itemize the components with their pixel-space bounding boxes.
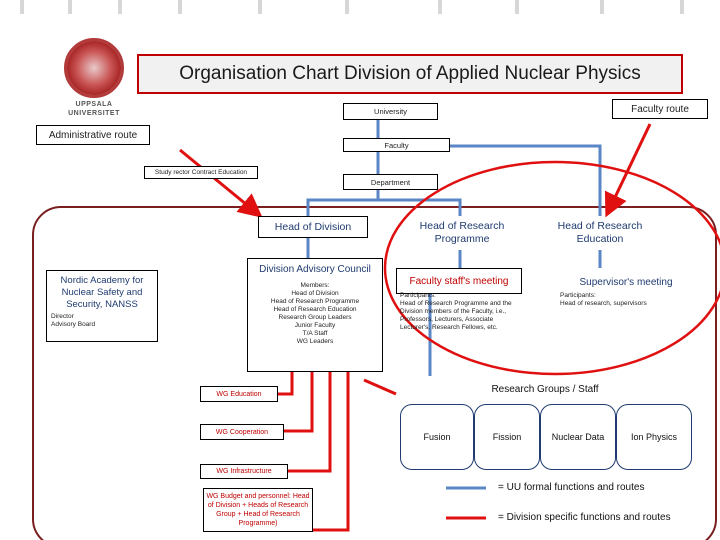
faculty-staff-meeting-box: Faculty staff's meeting (396, 268, 522, 294)
council-member-line: Head of Research Programme (270, 298, 360, 305)
strip-tick (680, 0, 684, 14)
council-member-line: Head of Division (291, 290, 339, 297)
nordic-academy-box: Nordic Academy for Nuclear Safety and Se… (46, 270, 158, 342)
logo-wordmark: UPPSALA UNIVERSITET (54, 100, 134, 118)
supervisor-participant-line: Participants: (560, 292, 596, 299)
faculty-meeting-participants: Participants:Head of Research Programme … (400, 292, 548, 332)
faculty-participant-line: Participants: (400, 292, 436, 299)
nordic-advisory-board: Advisory Board (51, 321, 96, 328)
logo-line-2: UNIVERSITET (68, 110, 120, 117)
strip-tick (178, 0, 182, 14)
research-group-nuclear-data: Nuclear Data (540, 404, 616, 470)
chart-title: Organisation Chart Division of Applied N… (137, 54, 683, 94)
council-title: Division Advisory Council (259, 264, 371, 275)
formal-route-lines (306, 120, 602, 490)
strip-tick (345, 0, 349, 14)
division-route-lines (179, 123, 652, 532)
strip-tick (515, 0, 519, 14)
faculty-meeting-title: Faculty staff's meeting (409, 275, 509, 287)
legend-blue-text: = UU formal functions and routes (498, 482, 645, 493)
nordic-director: Director (51, 313, 74, 320)
strip-tick (20, 0, 24, 14)
faculty-route-ellipse (383, 160, 720, 376)
department-box: Department (343, 174, 438, 190)
head-of-division-box: Head of Division (258, 216, 368, 238)
faculty-participant-line: Head of Research Programme and the (400, 300, 512, 307)
council-member-line: Members: (300, 282, 330, 289)
supervisor-meeting-title: Supervisor's meeting (579, 277, 673, 288)
head-research-programme: Head of Research Programme (419, 220, 505, 245)
research-group-fission: Fission (474, 404, 540, 470)
council-member-line: T/A Staff (302, 330, 328, 337)
strip-tick (600, 0, 604, 14)
strip-tick (258, 0, 262, 14)
supervisor-meeting-participants: Participants:Head of research, superviso… (560, 292, 710, 308)
uppsala-seal-logo (64, 38, 124, 98)
wg-infrastructure-box: WG Infrastructure (200, 464, 288, 479)
administrative-route-label: Administrative route (36, 125, 150, 145)
research-group-ion-physics: Ion Physics (616, 404, 692, 470)
faculty-box: Faculty (343, 138, 450, 152)
head-research-education: Head of Research Education (557, 220, 643, 245)
faculty-route-label: Faculty route (612, 99, 708, 119)
wg-education-box: WG Education (200, 386, 278, 402)
division-frame (32, 206, 717, 540)
faculty-participant-line: Lecturer's, Research Fellows, etc. (400, 324, 498, 331)
legend-red-text: = Division specific functions and routes (498, 512, 671, 523)
strip-tick (438, 0, 442, 14)
wg-cooperation-box: WG Cooperation (200, 424, 284, 440)
faculty-participant-line: Professors, Lecturers, Associate (400, 316, 494, 323)
faculty-participant-line: Division members of the Faculty, i.e., (400, 308, 507, 315)
council-member-line: Head of Research Education (273, 306, 357, 313)
nordic-academy-title: Nordic Academy for Nuclear Safety and Se… (60, 275, 144, 310)
council-member-line: Junior Faculty (294, 322, 336, 329)
logo-line-1: UPPSALA (75, 101, 113, 108)
strip-tick (118, 0, 122, 14)
supervisor-participant-line: Head of research, supervisors (560, 300, 647, 307)
study-rector-box: Study rector Contract Education (144, 166, 258, 179)
research-groups-title: Research Groups / Staff (491, 384, 599, 395)
strip-tick (68, 0, 72, 14)
research-group-fusion: Fusion (400, 404, 474, 470)
council-member-line: WG Leaders (296, 338, 334, 345)
university-box: University (343, 103, 438, 120)
division-advisory-council-box: Division Advisory Council Members:Head o… (247, 258, 383, 372)
council-member-line: Research Group Leaders (278, 314, 352, 321)
wg-budget-box: WG Budget and personnel: Head of Divisio… (203, 488, 313, 532)
top-decorative-strip (0, 0, 720, 34)
